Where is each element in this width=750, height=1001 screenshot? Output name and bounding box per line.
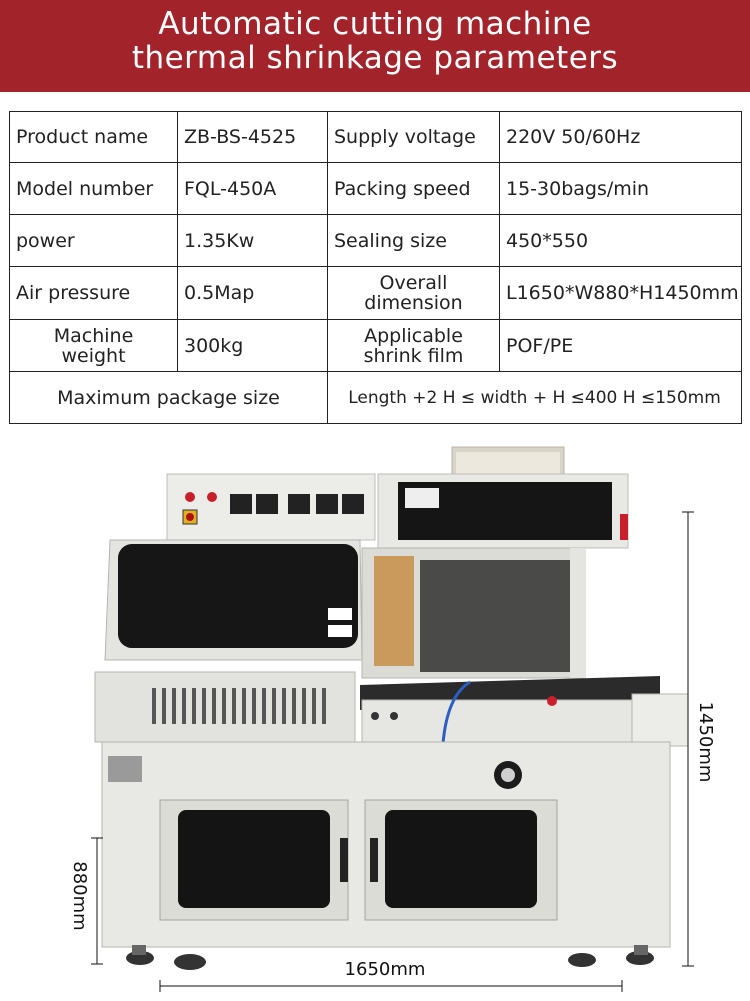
emergency-stop-icon	[186, 513, 194, 521]
film-chamber	[420, 560, 574, 672]
spec-value: 1.35Kw	[177, 214, 328, 267]
header-banner: Automatic cutting machine thermal shrink…	[0, 0, 750, 92]
red-indicator-icon	[185, 492, 195, 502]
depth-dimension-label: 880mm	[69, 861, 90, 930]
door-handle	[340, 838, 348, 882]
spec-value: 220V 50/60Hz	[499, 111, 742, 163]
knob-icon	[390, 712, 398, 720]
spec-label: Supply voltage	[327, 111, 500, 163]
spec-label: Applicable shrink film	[327, 319, 500, 372]
caster-mount	[132, 945, 146, 955]
table-row: Air pressure 0.5Map Overall dimension L1…	[9, 266, 742, 320]
caster-wheel	[568, 953, 596, 967]
height-dimension-label: 1450mm	[695, 702, 716, 783]
spec-value: 15-30bags/min	[499, 162, 742, 215]
table-row: Maximum package size Length +2 H ≤ width…	[9, 371, 742, 424]
display-screen	[288, 494, 310, 514]
spec-label: Product name	[9, 111, 178, 163]
display-screen	[342, 494, 364, 514]
spec-label-line: Applicable	[364, 324, 463, 347]
film-roll-highlight	[456, 452, 560, 474]
door-handle	[370, 838, 378, 882]
spec-value: FQL-450A	[177, 162, 328, 215]
red-indicator-icon	[207, 492, 217, 502]
side-handle	[620, 514, 628, 540]
side-post	[570, 548, 586, 678]
display-screen	[230, 494, 252, 514]
spec-value: POF/PE	[499, 319, 742, 372]
table-row: Machine weight 300kg Applicable shrink f…	[9, 319, 742, 372]
warning-label-icon	[328, 625, 352, 637]
spec-label: Model number	[9, 162, 178, 215]
warning-label-icon	[328, 608, 352, 620]
display-screen	[316, 494, 338, 514]
conveyor-table	[361, 699, 685, 743]
spec-label: Air pressure	[9, 266, 178, 320]
vent-grille	[152, 688, 326, 724]
spec-label-line: Overall	[379, 272, 448, 294]
display-screen	[256, 494, 278, 514]
spec-label-line: dimension	[364, 292, 463, 314]
conveyor-extension	[631, 693, 689, 747]
length-dimension-label: 1650mm	[345, 959, 426, 980]
spec-value: L1650*W880*H1450mm	[499, 266, 742, 320]
film-guide	[374, 556, 414, 666]
stop-button-icon	[547, 696, 557, 706]
machine-illustration: 1450mm 880mm 1650mm	[69, 446, 716, 992]
spec-label-line: Machine	[53, 324, 134, 347]
header-title-line-1: Automatic cutting machine	[158, 6, 592, 42]
nameplate	[108, 756, 142, 782]
spec-value: 450*550	[499, 214, 742, 267]
header-title-line-2: thermal shrinkage parameters	[131, 40, 619, 76]
spec-label-line: shrink film	[363, 344, 464, 367]
caster-mount	[634, 945, 648, 955]
gauge-center	[501, 768, 515, 782]
door-window-left	[178, 810, 330, 908]
spec-label: Sealing size	[327, 214, 500, 267]
spec-label: Maximum package size	[9, 371, 328, 424]
spec-value: ZB-BS-4525	[177, 111, 328, 163]
spec-label: Overall dimension	[327, 266, 500, 320]
spec-table: Product name ZB-BS-4525 Supply voltage 2…	[9, 111, 742, 424]
table-row: Product name ZB-BS-4525 Supply voltage 2…	[9, 111, 742, 163]
spec-label: Packing speed	[327, 162, 500, 215]
knob-icon	[371, 712, 379, 720]
table-row: Model number FQL-450A Packing speed 15-3…	[9, 162, 742, 215]
spec-value: 300kg	[177, 319, 328, 372]
spec-value: 0.5Map	[177, 266, 328, 320]
caster-wheel	[174, 954, 206, 970]
spec-value: Length +2 H ≤ width + H ≤400 H ≤150mm	[327, 371, 742, 424]
spec-label-line: weight	[61, 344, 126, 367]
door-window-right	[385, 810, 537, 908]
hood-window	[118, 544, 358, 648]
spec-label: power	[9, 214, 178, 267]
warning-label-icon	[405, 488, 439, 508]
spec-label: Machine weight	[9, 319, 178, 372]
table-row: power 1.35Kw Sealing size 450*550	[9, 214, 742, 267]
